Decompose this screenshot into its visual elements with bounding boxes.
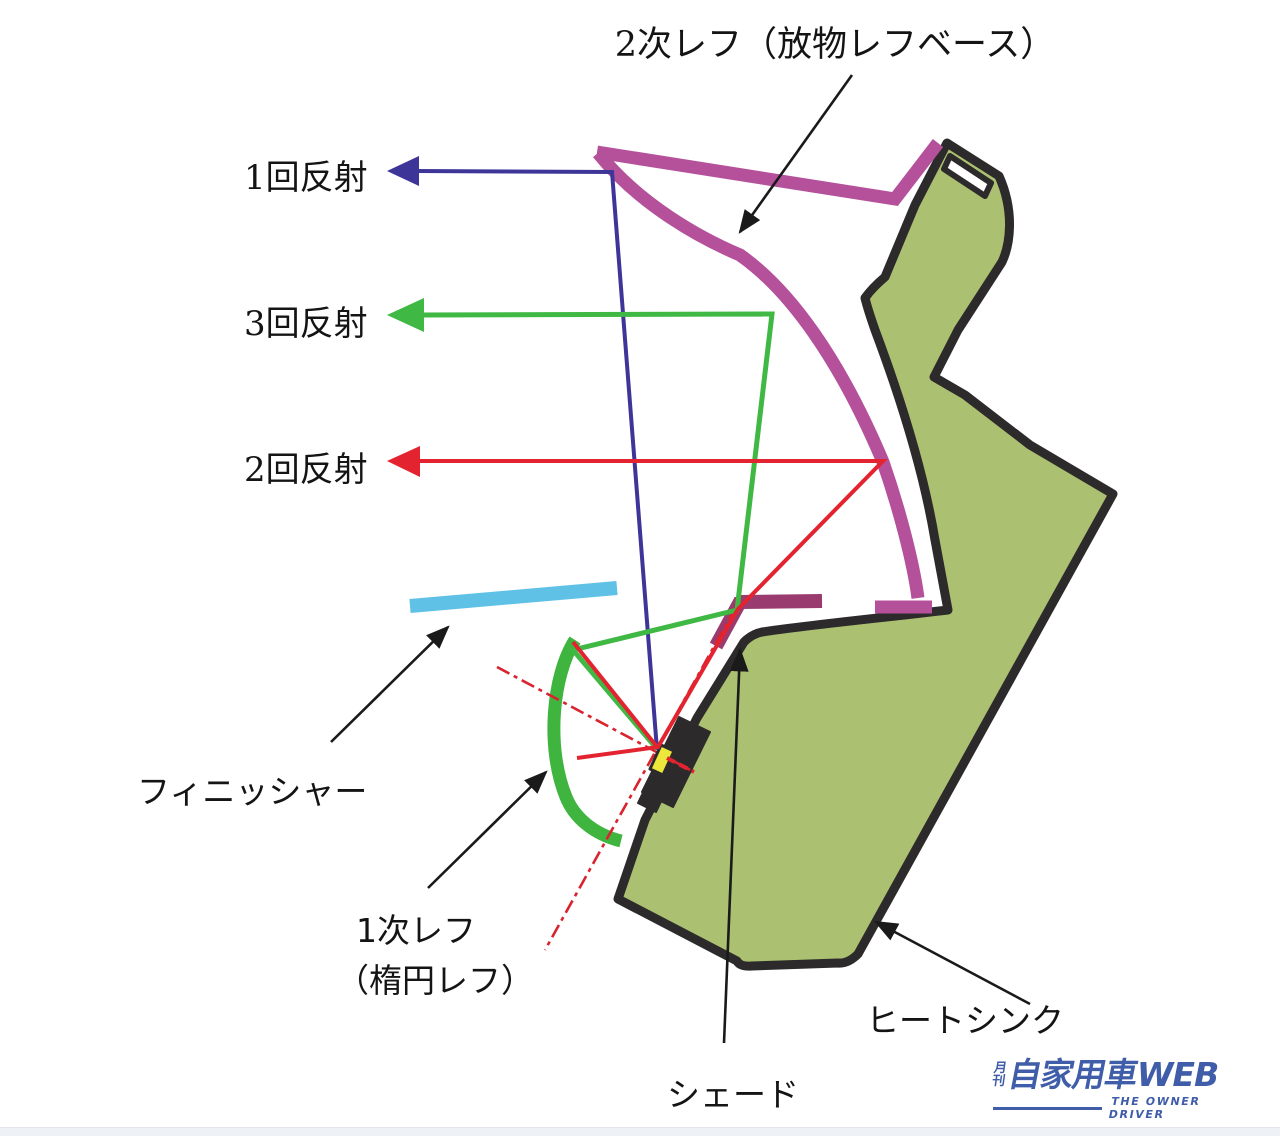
logo-wordmark: 月 刊 自家用車WEB — [991, 1055, 1249, 1094]
secondary-reflector-top-bar — [595, 139, 944, 207]
label-reflection-1: 1回反射 — [244, 158, 368, 198]
primary-reflector-arc — [547, 636, 623, 848]
leader-secondary-reflector — [738, 74, 854, 234]
logo-prefix: 月 刊 — [991, 1061, 1008, 1089]
logo-prefix-bottom: 刊 — [991, 1074, 1007, 1089]
logo-tagline: THE OWNER DRIVER — [1107, 1095, 1202, 1121]
diagram-title: 2次レフ（放物レフベース） — [614, 25, 1056, 65]
leader-heatsink — [873, 920, 1031, 1006]
secondary-reflector-curve — [592, 148, 925, 599]
label-heatsink: ヒートシンク — [866, 1001, 1064, 1040]
leader-finisher — [330, 625, 450, 743]
ray-2nd-arrowhead — [387, 446, 420, 477]
label-primary-reflector-2: （楕円レフ） — [336, 961, 534, 1000]
ray-2nd-reflection-source — [571, 640, 660, 750]
publisher-logo: 月 刊 自家用車WEB THE OWNER DRIVER — [991, 1055, 1249, 1121]
axis-dash-on-module — [666, 756, 695, 774]
label-shade: シェード — [667, 1075, 799, 1114]
ray-2nd-reflection — [413, 459, 888, 760]
heatsink-shape — [613, 138, 1118, 971]
label-primary-reflector-1: 1次レフ — [356, 911, 476, 950]
optical-axis-ellipse — [496, 665, 695, 774]
leader-primary-reflector — [427, 770, 548, 889]
label-finisher: フィニッシャー — [137, 772, 368, 811]
label-reflection-3: 3回反射 — [244, 304, 368, 344]
leader-shade — [722, 647, 749, 1044]
bottom-strip — [0, 1127, 1280, 1136]
logo-underline — [993, 1106, 1103, 1110]
finisher-bar — [409, 581, 618, 613]
label-reflection-2: 2回反射 — [244, 450, 368, 490]
heatsink-arm-notch — [941, 153, 994, 199]
logo-main-text: 自家用車WEB — [1005, 1055, 1222, 1094]
ray-1st-arrowhead — [387, 156, 419, 186]
ray-1st-reflection — [414, 169, 659, 751]
shade-plate — [738, 594, 823, 609]
ray-3rd-arrowhead — [387, 298, 424, 332]
logo-tagline-row: THE OWNER DRIVER — [993, 1095, 1249, 1121]
